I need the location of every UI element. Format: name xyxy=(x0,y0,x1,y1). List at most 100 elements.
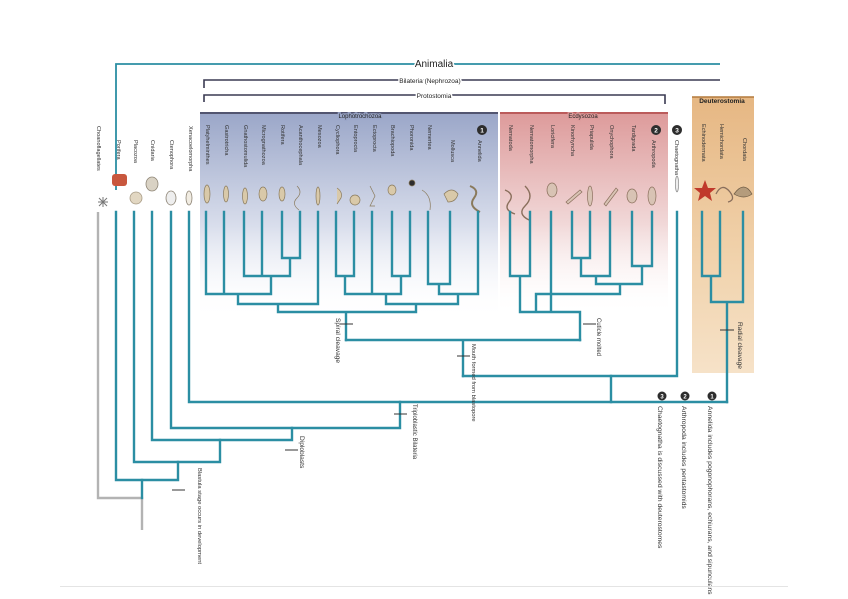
char-label-radial-cleavage: Radial cleavage xyxy=(736,322,743,369)
char-label-cuticle-molted: Cuticle molted xyxy=(595,318,601,356)
svg-text:2: 2 xyxy=(683,395,687,401)
starfish-icon xyxy=(694,180,716,201)
footnote-2: 2 Arthropoda includes pentastomids xyxy=(680,391,690,509)
svg-text:1: 1 xyxy=(480,128,484,135)
taxon-label: Nemertea xyxy=(426,125,432,150)
taxon-label: Gnathostomulida xyxy=(242,125,248,168)
xenacoelomorph-icon xyxy=(185,190,193,206)
clade-label-animalia: Animalia xyxy=(415,59,454,70)
lophotrochozoa-panel xyxy=(200,112,498,320)
taxon-label: Micrognathozoa xyxy=(260,125,266,166)
nematomorph-icon xyxy=(521,185,531,221)
mollusc-icon xyxy=(443,189,459,203)
char-label-triploblastic: Triploblastic Bilateria xyxy=(411,404,417,460)
rotifer-icon xyxy=(278,186,286,202)
taxon-label: Onychophora xyxy=(608,125,614,159)
taxon-label: Placozoa xyxy=(132,140,138,164)
taxon-label: Nematomorpha xyxy=(528,125,534,164)
taxon-label: Gastrotricha xyxy=(223,125,229,156)
badge-1: 1 xyxy=(477,125,487,135)
acanthocephalan-icon xyxy=(294,185,301,211)
taxon-label: Tardigrada xyxy=(630,125,636,152)
kinorhynch-icon xyxy=(565,189,583,205)
taxon-label: Nematoda xyxy=(507,125,513,152)
svg-text:3: 3 xyxy=(675,128,679,135)
clade-label-lophotrochozoa: Lophotrochozoa xyxy=(338,114,382,120)
taxon-label: Xenacoelomorpha xyxy=(187,126,193,172)
badge-2: 2 xyxy=(651,125,661,135)
taxon-label: Echinodermata xyxy=(700,124,706,163)
taxon-label: Arthropoda xyxy=(650,140,656,169)
taxon-label: Porifera xyxy=(115,140,121,160)
taxon-label: Rotifera xyxy=(279,125,285,145)
ectoproct-icon xyxy=(369,185,376,207)
badge-3: 3 xyxy=(672,125,682,135)
nemertean-icon xyxy=(421,189,431,211)
footnote-3: 3 Chaetognatha is discussed with deutero… xyxy=(656,391,667,549)
mesozoan-icon xyxy=(315,186,321,206)
taxon-labels: Choanoflagellates Porifera Placozoa Cnid… xyxy=(95,124,747,176)
annelid-icon xyxy=(469,185,481,213)
taxon-label: Mollusca xyxy=(449,140,455,163)
footnote-1: 1 Annelida includes pogonophorans, echiu… xyxy=(706,391,717,595)
character-labels: Spiral cleavage Cuticle molted Mouth for… xyxy=(172,318,743,564)
svg-text:2: 2 xyxy=(654,128,658,135)
gnathostomulid-icon xyxy=(242,187,248,205)
sponge-icon xyxy=(112,174,127,186)
page-divider xyxy=(60,586,788,587)
clade-label-bilateria: Bilateria (Nephrozoa) xyxy=(399,78,460,85)
svg-text:Chaetognatha is discussed with: Chaetognatha is discussed with deuterost… xyxy=(656,406,663,549)
char-label-diploblasts: Diploblasts xyxy=(298,436,305,469)
taxon-label: Mesozoa xyxy=(316,125,322,149)
svg-text:Arthropoda includes pentastomi: Arthropoda includes pentastomids xyxy=(680,406,687,509)
acorn-worm-icon xyxy=(715,186,734,203)
taxon-label: Brachiopoda xyxy=(389,125,395,157)
tree-branches xyxy=(96,210,745,530)
chaetognath-icon xyxy=(675,175,679,193)
taxon-label: Chaetognatha xyxy=(673,140,679,176)
taxon-label: Priapulida xyxy=(588,125,594,151)
gastrotrich-icon xyxy=(223,185,229,203)
choanoflagellate-icon xyxy=(98,197,108,207)
clade-label-deuterostomia: Deuterostomia xyxy=(699,98,745,105)
ctenophore-icon xyxy=(165,190,177,206)
char-label-spiral-cleavage: Spiral cleavage xyxy=(334,318,341,363)
taxon-label: Annelida xyxy=(476,140,482,163)
taxon-label: Acanthocephala xyxy=(297,125,303,166)
svg-text:3: 3 xyxy=(660,395,664,401)
taxon-label: Ctenophora xyxy=(168,140,174,170)
chordate-icon xyxy=(733,186,753,198)
loricifer-icon xyxy=(546,182,558,198)
taxon-label: Loricifera xyxy=(549,125,555,149)
char-label-blastula: Blastula stage occurs in development xyxy=(196,468,202,564)
onychophoran-icon xyxy=(603,187,619,207)
micrognathozoan-icon xyxy=(258,186,268,202)
footnotes: 1 Annelida includes pogonophorans, echiu… xyxy=(656,391,717,595)
flatworm-icon xyxy=(203,184,211,204)
taxon-label: Ectoprocta xyxy=(371,125,377,153)
brachiopod-icon xyxy=(387,184,397,196)
svg-text:Annelida includes pogonophoran: Annelida includes pogonophorans, echiura… xyxy=(706,406,713,595)
clade-label-ecdysozoa: Ecdysozoa xyxy=(568,114,598,120)
taxon-label: Platyhelminthes xyxy=(204,125,210,165)
taxon-label: Entoprocta xyxy=(352,125,358,153)
cnidarian-icon xyxy=(145,176,159,192)
bilateria-bracket xyxy=(203,79,720,88)
arthropod-icon xyxy=(647,186,657,206)
cycliophoran-icon xyxy=(336,187,342,205)
ecdysozoa-panel xyxy=(500,112,668,316)
clade-label-protostomia: Protostomia xyxy=(417,93,452,100)
priapulid-icon xyxy=(587,185,593,207)
taxon-label: Cycliophora xyxy=(334,125,340,155)
placozoan-icon xyxy=(129,191,143,205)
entoproct-icon xyxy=(349,194,361,206)
animalia-bracket xyxy=(115,63,720,190)
tardigrade-icon xyxy=(626,188,638,204)
taxon-label: Cnidaria xyxy=(149,140,155,162)
taxon-label: Hemichordata xyxy=(718,124,724,160)
taxon-label: Phoronida xyxy=(408,125,414,151)
svg-text:1: 1 xyxy=(710,395,714,401)
organism-illustrations xyxy=(98,174,753,221)
phoronid-icon xyxy=(408,179,416,187)
